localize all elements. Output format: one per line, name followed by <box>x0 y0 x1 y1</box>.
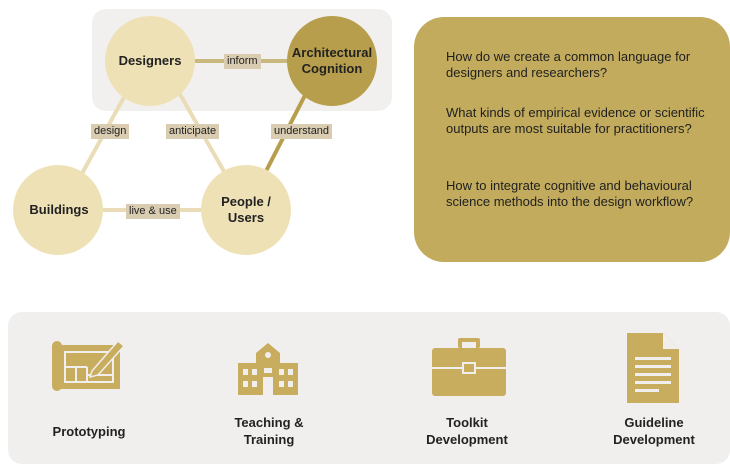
document-icon <box>627 333 679 403</box>
edge-inform-label: inform <box>224 54 261 69</box>
node-cognition-label: Architectural Cognition <box>282 44 382 78</box>
users-text-line1: People / <box>221 194 271 209</box>
node-designers-label: Designers <box>105 45 195 77</box>
question-3: How to integrate cognitive and behaviour… <box>446 178 694 209</box>
output-teaching-label: Teaching & Training <box>199 414 339 448</box>
guideline-line2: Development <box>613 432 695 447</box>
teaching-line2: Training <box>243 432 295 447</box>
node-cognition-circle <box>287 16 377 106</box>
question-1: How do we create a common language for d… <box>446 49 691 80</box>
toolkit-line1: Toolkit <box>446 415 488 430</box>
guideline-line1: Guideline <box>624 415 684 430</box>
question-2: What kinds of empirical evidence or scie… <box>446 105 705 136</box>
edge-design-label: design <box>91 124 130 139</box>
output-prototyping-label: Prototyping <box>52 424 126 439</box>
edge-understand-label: understand <box>271 124 333 139</box>
node-users-label: People / Users <box>201 193 291 227</box>
school-building-icon <box>238 343 298 395</box>
teaching-line1: Teaching & <box>234 415 304 430</box>
edge-live-use-label: live & use <box>126 204 180 219</box>
users-text-line2: Users <box>227 210 265 225</box>
cognition-text-line1: Architectural <box>291 45 373 60</box>
node-buildings-label: Buildings <box>13 194 105 226</box>
node-designers-circle <box>105 16 195 106</box>
node-buildings-circle <box>13 165 103 255</box>
output-toolkit-label: Toolkit Development <box>397 414 537 448</box>
questions-box <box>414 17 730 262</box>
buildings-text: Buildings <box>29 202 89 217</box>
edge-anticipate-label: anticipate <box>166 124 220 139</box>
designers-text: Designers <box>118 53 182 68</box>
output-guideline-label: Guideline Development <box>584 414 724 448</box>
cognition-text-line2: Cognition <box>301 61 363 76</box>
node-users-circle <box>201 165 291 255</box>
briefcase-icon <box>432 338 506 396</box>
outputs-panel <box>8 312 730 464</box>
toolkit-line2: Development <box>426 432 508 447</box>
blueprint-pencil-icon <box>52 339 126 391</box>
